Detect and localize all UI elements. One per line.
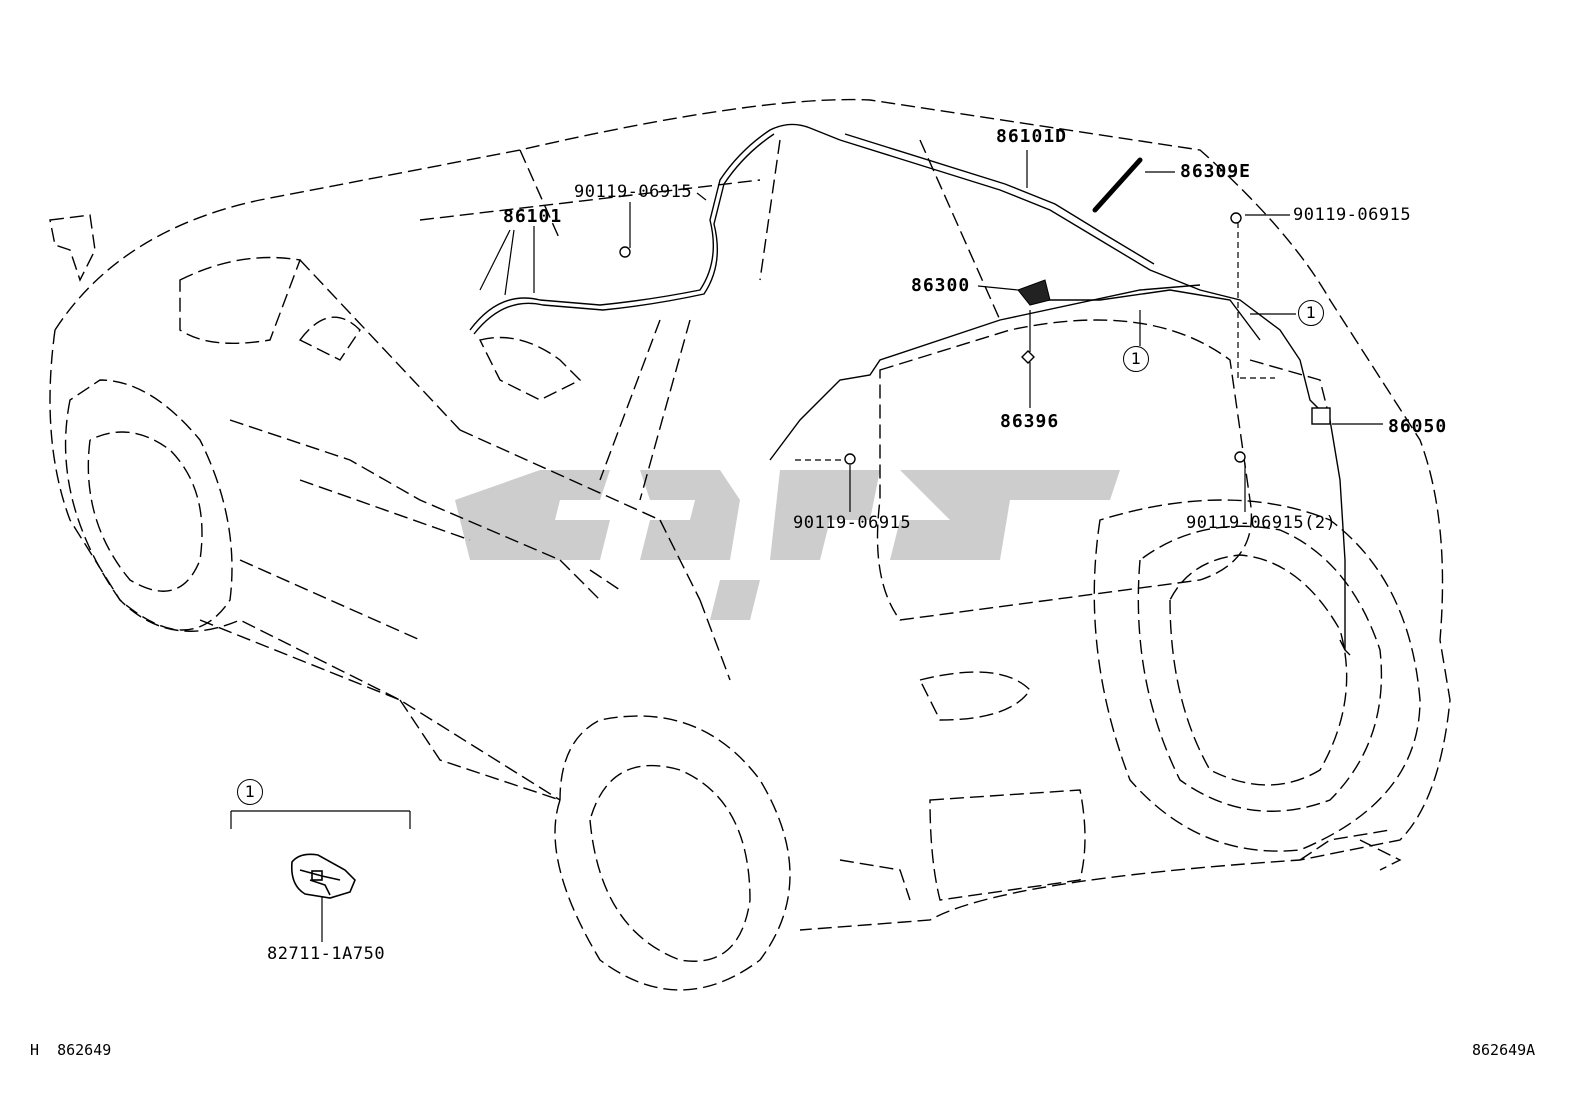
rod-antenna bbox=[1092, 157, 1143, 213]
label-86396: 86396 bbox=[1000, 411, 1060, 432]
connector-part bbox=[290, 853, 356, 899]
label-bolt-top-right: 90119-06915 bbox=[1293, 205, 1412, 225]
diagram-id-left: H 862649 bbox=[30, 1041, 112, 1059]
label-86101: 86101 bbox=[503, 206, 563, 227]
label-86300: 86300 bbox=[911, 275, 971, 296]
callout-1-inset: 1 bbox=[237, 779, 263, 805]
callout-1-right: 1 bbox=[1298, 300, 1324, 326]
diagram-id-right: 862649A bbox=[1472, 1041, 1536, 1059]
label-bolt-rear: 90119-06915(2) bbox=[1186, 513, 1337, 533]
label-86050: 86050 bbox=[1388, 416, 1448, 437]
label-86101D: 86101D bbox=[996, 126, 1068, 147]
antenna-base bbox=[1017, 279, 1051, 306]
leader-lines bbox=[230, 150, 1383, 942]
label-bolt-top-center: 90119-06915 bbox=[574, 182, 693, 202]
label-bolt-center: 90119-06915 bbox=[793, 513, 912, 533]
label-connector: 82711-1A750 bbox=[267, 944, 386, 964]
watermark-logo bbox=[455, 470, 1120, 620]
label-86309E: 86309E bbox=[1180, 161, 1252, 182]
antenna-cord-wiring bbox=[469, 123, 1351, 656]
callout-1-center: 1 bbox=[1123, 346, 1149, 372]
vehicle-body-outline bbox=[49, 98, 1451, 991]
fastener-symbols bbox=[619, 212, 1331, 465]
